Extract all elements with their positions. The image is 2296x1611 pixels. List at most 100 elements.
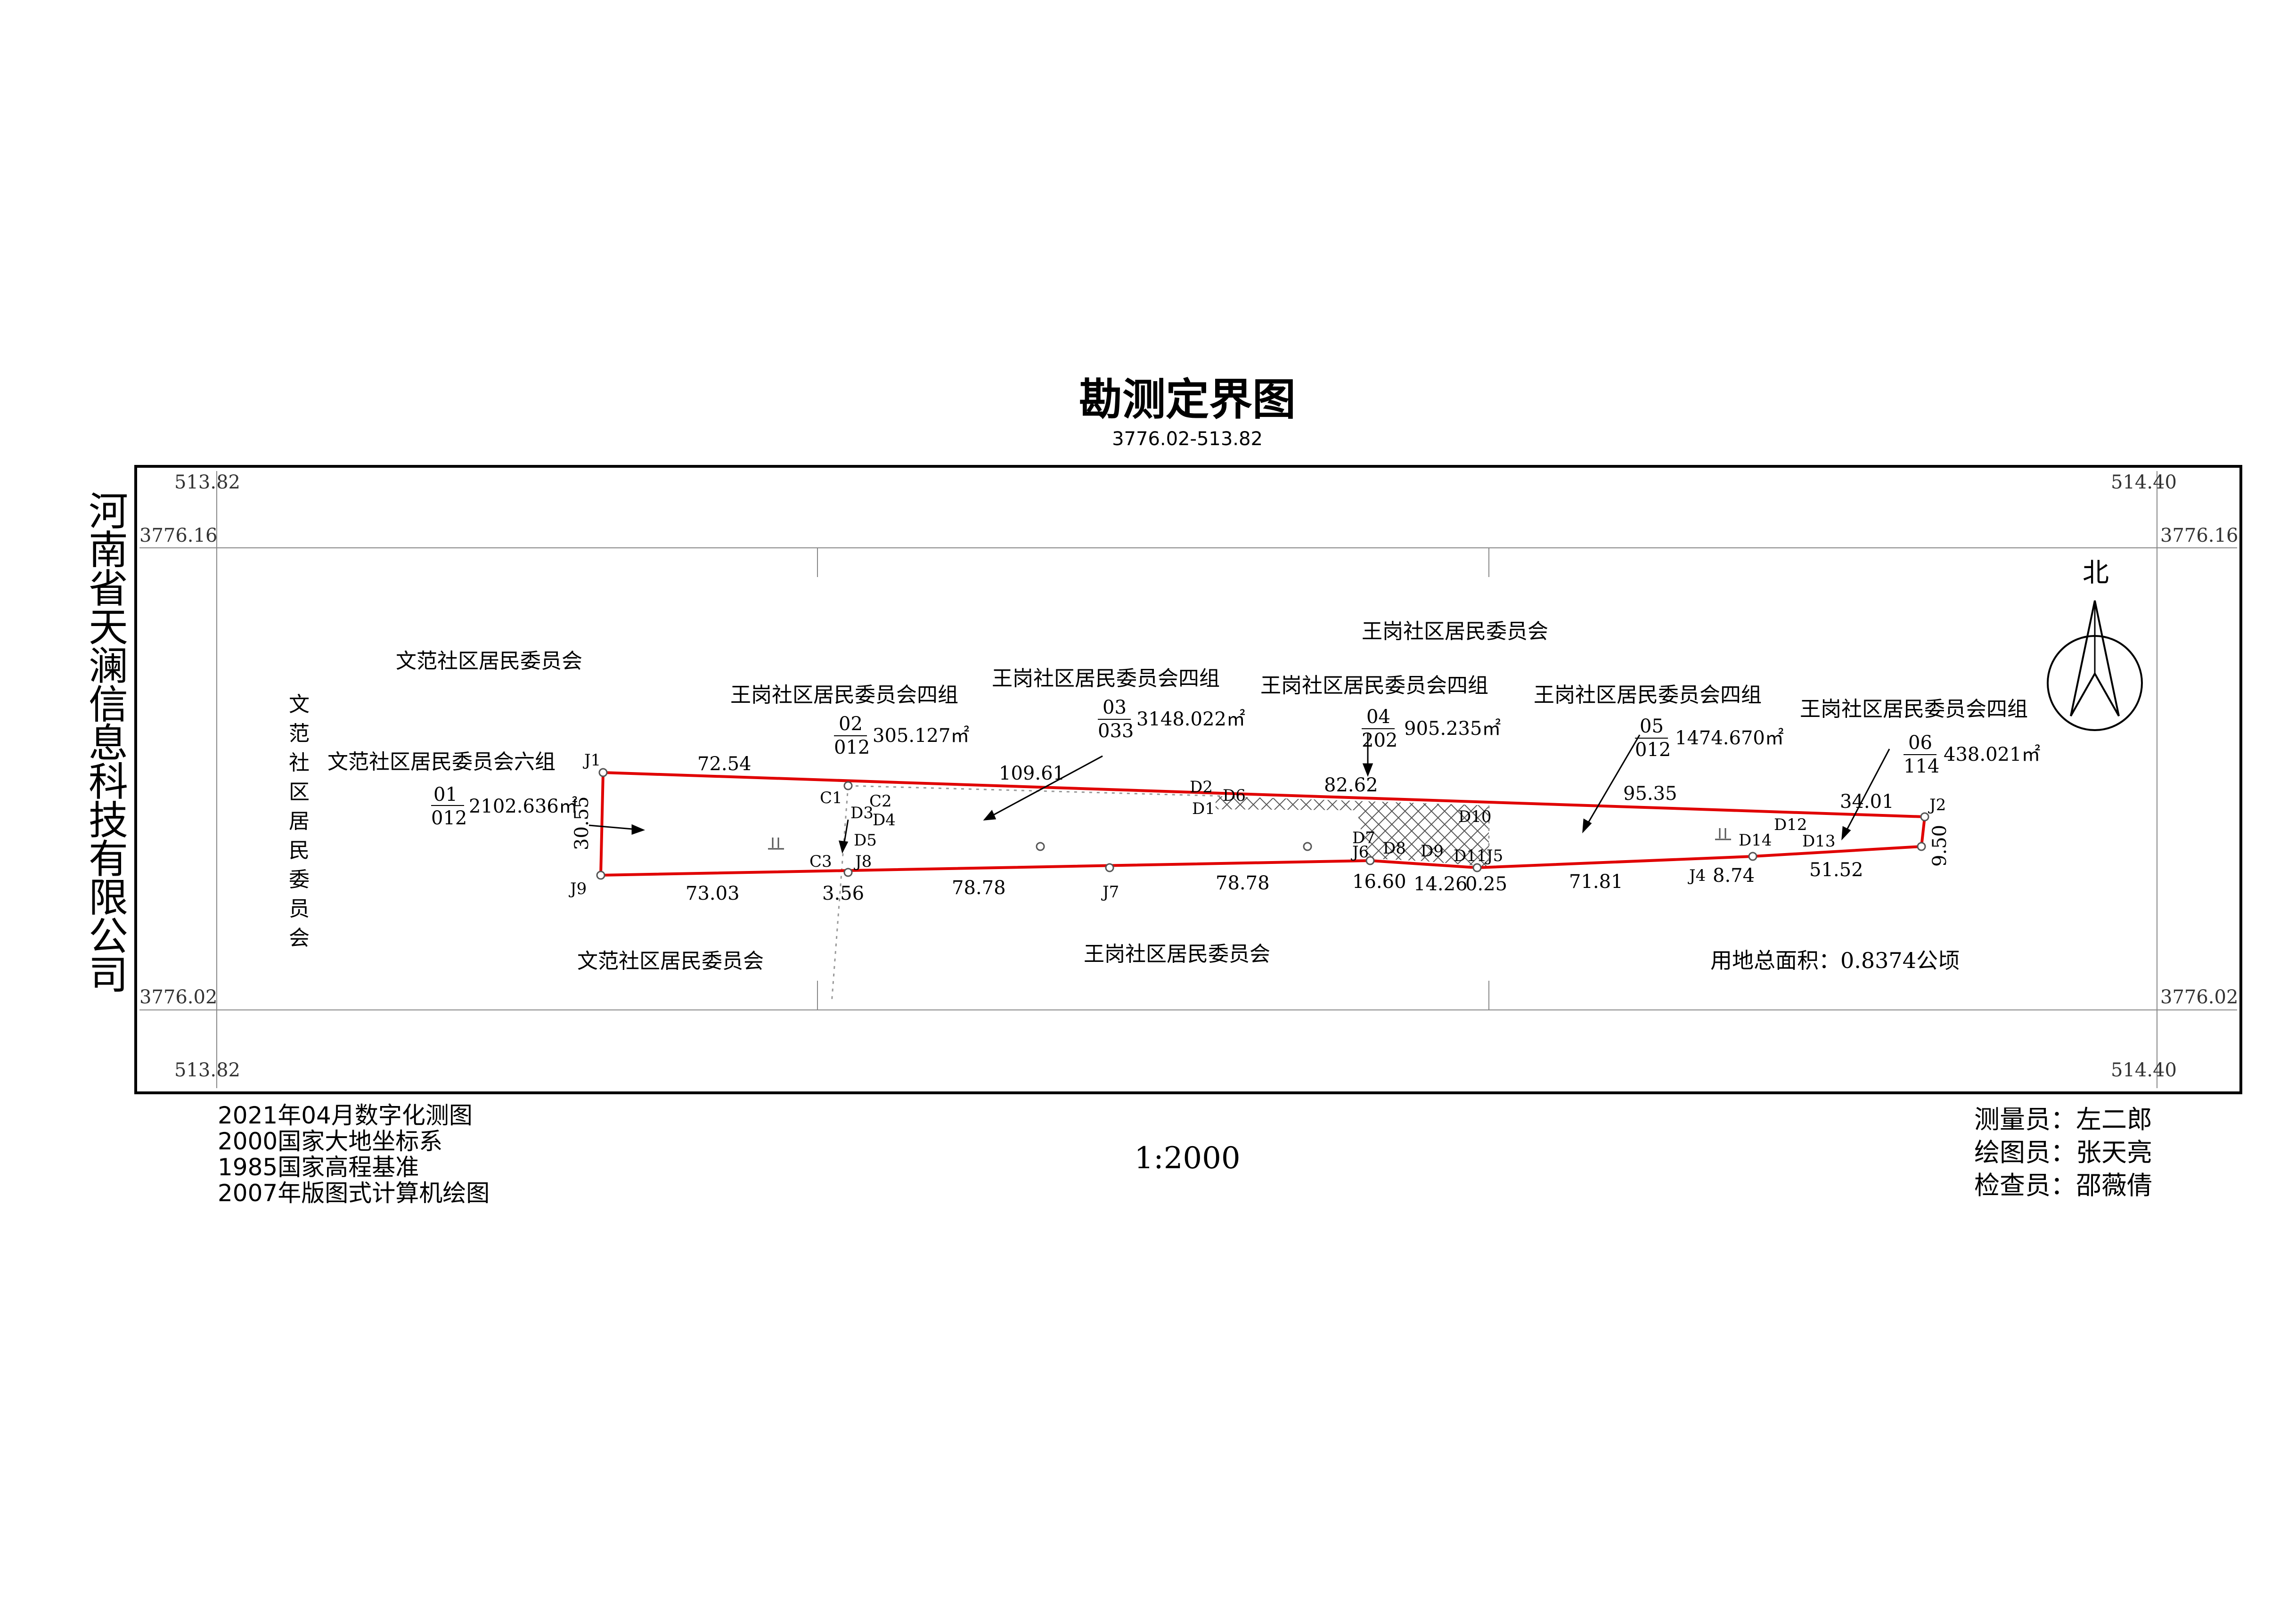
point-label: J9 xyxy=(569,879,587,898)
edge-length: 72.54 xyxy=(697,753,752,775)
neighbor-group-four-e: 王岗社区居民委员会四组 xyxy=(1800,697,2028,721)
point-label: D3 xyxy=(850,804,874,822)
map-frame xyxy=(134,465,2242,1094)
point-label: J7 xyxy=(1101,883,1119,902)
vertical-char: 澜 xyxy=(89,643,128,689)
vertical-char: 南 xyxy=(89,527,128,573)
parcel-id: 04 xyxy=(1366,706,1390,728)
vertical-char: 文 xyxy=(289,692,310,716)
point-label: D2 xyxy=(1190,778,1213,797)
parcel-code: 012 xyxy=(1635,739,1671,761)
parcel-labels: 01 012 2102.636㎡ 02 012 305.127㎡ 03 033 … xyxy=(431,697,2040,829)
parcel-id: 06 xyxy=(1908,732,1932,754)
grid-label-top-right: 514.40 xyxy=(2111,472,2177,493)
surveyor: 测量员：左二郎 xyxy=(1974,1105,2152,1134)
point-label: D5 xyxy=(854,831,877,850)
ground-symbols xyxy=(768,828,1731,850)
vertical-char: 省 xyxy=(89,566,128,612)
parcel-area: 1474.670㎡ xyxy=(1675,727,1784,749)
total-area: 用地总面积：0.8374公顷 xyxy=(1710,948,1960,973)
hatched-area xyxy=(1216,796,1489,867)
neighbor-group-six: 文范社区居民委员会六组 xyxy=(327,750,556,774)
vertical-char: 有 xyxy=(89,836,128,882)
neighbor-wenfan-top: 文范社区居民委员会 xyxy=(396,649,582,673)
neighbor-group-four-d: 王岗社区居民委员会四组 xyxy=(1534,683,1762,707)
neighbor-wanggang-top: 王岗社区居民委员会 xyxy=(1362,619,1548,643)
vertex-markers xyxy=(596,768,1929,880)
neighbor-wanggang-bottom: 王岗社区居民委员会 xyxy=(1084,942,1270,966)
vertical-char: 区 xyxy=(289,780,310,804)
vertical-char: 委 xyxy=(289,868,310,892)
point-label: J8 xyxy=(854,852,872,871)
note-line: 2007年版图式计算机绘图 xyxy=(218,1180,490,1207)
vertical-char: 科 xyxy=(89,759,128,805)
parcel-area: 438.021㎡ xyxy=(1944,744,2040,765)
vertical-char: 司 xyxy=(89,952,128,998)
edge-length: 34.01 xyxy=(1840,791,1894,813)
parcel-id: 05 xyxy=(1640,716,1664,737)
edge-length: 14.26 xyxy=(1414,873,1468,895)
vertical-char: 息 xyxy=(89,720,128,766)
edge-length: 9.50 xyxy=(1929,825,1951,867)
grid-label-left-top: 3776.16 xyxy=(139,525,217,546)
neighbor-wenfan-left: 文范社区居民委员会 xyxy=(289,692,310,950)
edge-length: 78.78 xyxy=(1216,872,1270,894)
vertical-char: 民 xyxy=(289,838,310,862)
grid-label-right-bottom: 3776.02 xyxy=(2160,986,2238,1008)
parcel-id: 03 xyxy=(1103,697,1127,718)
scale-label: 1:2000 xyxy=(1134,1141,1240,1176)
parcel-code: 033 xyxy=(1098,720,1134,742)
edge-length: 109.61 xyxy=(999,763,1065,784)
point-labels: J1 J2 J4 J5 J6 J7 J8 J9 C1 C2 C3 D1 D2 D… xyxy=(569,751,1946,902)
grid-label-right-top: 3776.16 xyxy=(2160,525,2238,546)
edge-length: 3.56 xyxy=(822,883,864,904)
vertical-char: 技 xyxy=(89,797,128,844)
edge-length: 30.55 xyxy=(571,796,593,850)
edge-lengths: 72.54 109.61 82.62 95.35 34.01 73.03 3.5… xyxy=(571,753,1951,904)
edge-length: 51.52 xyxy=(1809,859,1863,881)
drafter: 绘图员：张天亮 xyxy=(1974,1138,2152,1167)
note-line: 1985国家高程基准 xyxy=(218,1154,419,1181)
point-label: J1 xyxy=(583,751,601,770)
vertical-char: 信 xyxy=(89,682,128,728)
vertical-char: 会 xyxy=(289,926,310,950)
point-label: D10 xyxy=(1458,807,1492,826)
boundary-polygon xyxy=(599,771,1927,877)
vertical-char: 范 xyxy=(289,722,310,746)
point-label: J4 xyxy=(1688,866,1706,885)
sheet-number: 3776.02-513.82 xyxy=(1112,428,1263,450)
parcel-id: 01 xyxy=(433,784,458,806)
note-line: 2021年04月数字化测图 xyxy=(218,1102,473,1129)
north-arrow: 北 xyxy=(2047,558,2143,731)
vertical-char: 限 xyxy=(89,875,128,921)
edge-length: 16.60 xyxy=(1352,871,1406,893)
vertical-char: 居 xyxy=(289,809,310,833)
point-label: D14 xyxy=(1739,831,1772,850)
neighbor-group-four-a: 王岗社区居民委员会四组 xyxy=(730,683,958,707)
grid-rectangle xyxy=(216,547,2157,1010)
grid-label-top-left: 513.82 xyxy=(174,472,240,493)
neighbor-wenfan-bottom: 文范社区居民委员会 xyxy=(577,949,764,973)
parcel-area: 2102.636㎡ xyxy=(469,796,578,817)
grid-label-bottom-left: 513.82 xyxy=(174,1059,240,1081)
point-label: J2 xyxy=(1928,796,1946,814)
point-label: D8 xyxy=(1383,839,1406,858)
neighbor-group-four-c: 王岗社区居民委员会四组 xyxy=(1260,674,1488,698)
edge-length: 0.25 xyxy=(1465,873,1507,895)
edge-length: 95.35 xyxy=(1623,783,1677,805)
edge-length: 71.81 xyxy=(1569,871,1623,893)
edge-length: 73.03 xyxy=(686,883,740,904)
checker: 检查员：邵薇倩 xyxy=(1974,1171,2152,1200)
point-label: D6 xyxy=(1223,786,1246,805)
note-line: 2000国家大地坐标系 xyxy=(218,1128,442,1155)
point-label: D12 xyxy=(1774,815,1807,834)
edge-length: 82.62 xyxy=(1324,774,1378,796)
vertical-char: 社 xyxy=(289,751,310,775)
vertical-char: 天 xyxy=(89,604,128,651)
point-label: D1 xyxy=(1192,799,1215,818)
grid-label-bottom-right: 514.40 xyxy=(2111,1059,2177,1081)
vertical-char: 员 xyxy=(289,897,310,921)
vertical-char: 公 xyxy=(89,913,128,960)
